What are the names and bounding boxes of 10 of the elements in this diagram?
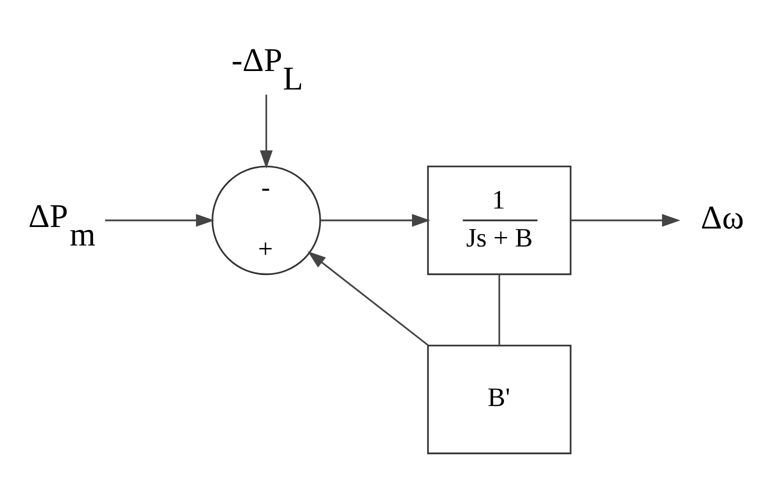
node-circle: - + [212,166,322,276]
arrow [570,214,680,227]
node-text: Δω [700,200,744,237]
arrow [308,251,429,346]
arrow [105,214,214,227]
arrow [260,94,273,169]
node-box: B' [427,344,572,454]
arrow [320,214,430,227]
connector [498,274,500,345]
node-box: 1 Js + B [427,166,572,276]
